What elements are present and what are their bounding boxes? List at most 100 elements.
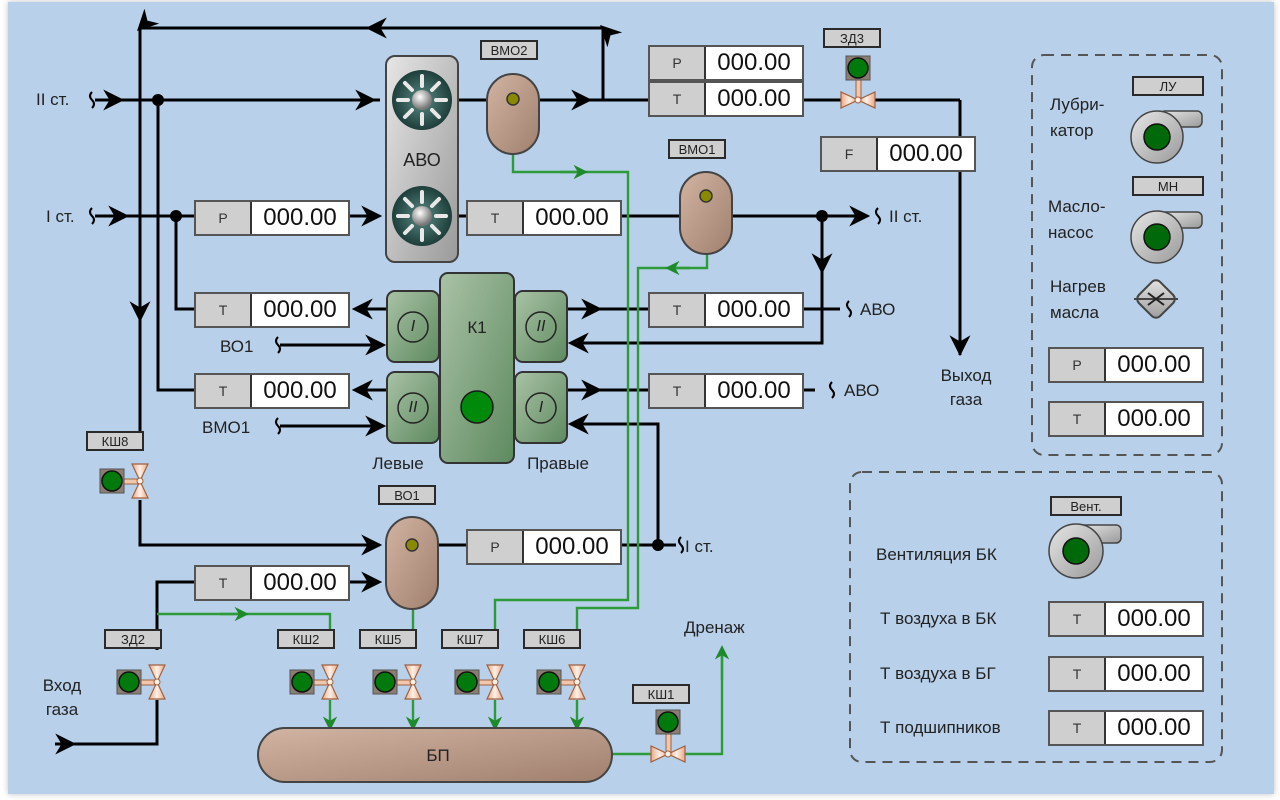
meter-key: T (650, 83, 706, 115)
tag-vmo2: ВМО2 (480, 40, 538, 60)
lubricator-label: Лубри- катор (1050, 95, 1105, 140)
gas-outlet-label: Выход газа (940, 366, 992, 409)
stream-label-stage1-in: I ст. (46, 207, 75, 226)
meter-key: T (1050, 658, 1106, 690)
cylinder-left-1 (386, 290, 440, 363)
separator-vo1[interactable] (385, 516, 439, 610)
meter-key: P (196, 202, 252, 234)
tag-vent: Вент. (1050, 496, 1122, 516)
process-diagram: II ст. I ст. II ст. АВО АВО ВО1 ВМО1 I с… (8, 2, 1274, 794)
meter-value: 000.00 (1117, 351, 1191, 378)
meter-right-bottom-t[interactable]: T 000.00 (648, 373, 804, 409)
meter-outlet-f[interactable]: F 000.00 (820, 136, 976, 172)
meter-value: 000.00 (535, 204, 609, 231)
meter-outlet-p[interactable]: P 000.00 (648, 45, 804, 81)
tag-oil-pump: МН (1132, 176, 1204, 196)
pipelines (55, 8, 1223, 783)
tag-ksh7: КШ7 (441, 629, 499, 649)
avo-label: АВО (403, 150, 441, 170)
vent-panel-frame (849, 471, 1223, 763)
meter-key: T (1050, 403, 1106, 435)
oil-heater-icon[interactable] (1134, 278, 1178, 320)
meter-stage1-p[interactable]: P 000.00 (194, 200, 350, 236)
meter-air-bg[interactable]: T 000.00 (1048, 656, 1204, 692)
separator-vmo1[interactable] (679, 171, 733, 255)
drain-label: Дренаж (684, 618, 745, 637)
compressor-label: К1 (467, 318, 487, 337)
avo-unit[interactable] (385, 55, 459, 263)
cylinder-right-1 (514, 371, 568, 444)
air-bk-label: Т воздуха в БК (880, 609, 997, 628)
meter-value: 000.00 (263, 204, 337, 231)
meter-value: 000.00 (717, 296, 791, 323)
cylinder-label: I (538, 399, 544, 416)
meter-inlet-t[interactable]: T 000.00 (194, 565, 350, 601)
meter-key: T (196, 294, 252, 326)
meter-left-bottom-t[interactable]: T 000.00 (194, 373, 350, 409)
tag-ksh5: КШ5 (359, 629, 417, 649)
meter-key: P (1050, 349, 1106, 381)
meter-value: 000.00 (263, 377, 337, 404)
meter-key: T (650, 294, 706, 326)
stream-label-vmo1: ВМО1 (202, 418, 251, 437)
meter-key: P (468, 531, 524, 563)
tag-lubricator: ЛУ (1132, 76, 1204, 96)
meter-value: 000.00 (1117, 660, 1191, 687)
meter-value: 000.00 (263, 569, 337, 596)
meter-key: T (1050, 603, 1106, 635)
meter-value: 000.00 (717, 377, 791, 404)
cylinder-left-2 (386, 371, 440, 444)
tank-bp[interactable] (257, 727, 613, 783)
cylinder-label: II (408, 399, 418, 416)
fan-icon (392, 186, 452, 246)
right-cylinders-label: Правые (527, 454, 589, 473)
meter-key: T (196, 375, 252, 407)
stream-label-stage2-in: II ст. (36, 90, 70, 109)
separator-vmo2[interactable] (486, 73, 540, 155)
pump-oil-icon[interactable] (1130, 210, 1203, 264)
status-indicator (699, 189, 713, 203)
meter-value: 000.00 (889, 140, 963, 167)
meter-avo-t[interactable]: T 000.00 (466, 200, 622, 236)
tag-ksh1: КШ1 (632, 684, 690, 704)
meter-key: T (468, 202, 524, 234)
stream-label-stage1-out: I ст. (685, 537, 714, 556)
tag-vmo1: ВМО1 (668, 139, 726, 159)
oil-heat-label: Нагрев масла (1050, 277, 1106, 322)
tank-label: БП (426, 746, 450, 765)
tag-vo1: ВО1 (378, 485, 436, 505)
air-bg-label: Т воздуха в БГ (880, 664, 996, 683)
meter-value: 000.00 (717, 49, 791, 76)
oil-pump-label: Масло- насос (1048, 197, 1106, 242)
meter-right-top-t[interactable]: T 000.00 (648, 292, 804, 328)
stream-label-vo1: ВО1 (220, 337, 254, 356)
meter-oil-p[interactable]: P 000.00 (1048, 347, 1204, 383)
stream-label-stage2-out: II ст. (889, 207, 923, 226)
meter-key: F (822, 138, 878, 170)
vent-label: Вентиляция БК (876, 545, 997, 564)
fan-icon (392, 70, 452, 130)
tag-zd3: ЗД3 (823, 28, 881, 48)
tag-ksh8: КШ8 (86, 431, 144, 451)
pump-lubricator-icon[interactable] (1130, 110, 1203, 164)
left-cylinders-label: Левые (372, 454, 424, 473)
tag-ksh6: КШ6 (523, 629, 581, 649)
status-indicator (405, 538, 419, 552)
stream-label-avo-1: АВО (860, 300, 896, 319)
bearings-label: Т подшипников (880, 718, 1001, 737)
meter-key: T (650, 375, 706, 407)
meter-key: P (650, 47, 706, 79)
meter-key: T (196, 567, 252, 599)
compressor-k1[interactable] (386, 272, 568, 464)
meter-value: 000.00 (717, 85, 791, 112)
fan-ventilation-icon[interactable] (1048, 523, 1122, 579)
oil-panel-frame (1031, 54, 1223, 456)
meter-outlet-t[interactable]: T 000.00 (648, 81, 804, 117)
cylinder-label: II (536, 318, 546, 335)
tag-zd2: ЗД2 (104, 629, 162, 649)
